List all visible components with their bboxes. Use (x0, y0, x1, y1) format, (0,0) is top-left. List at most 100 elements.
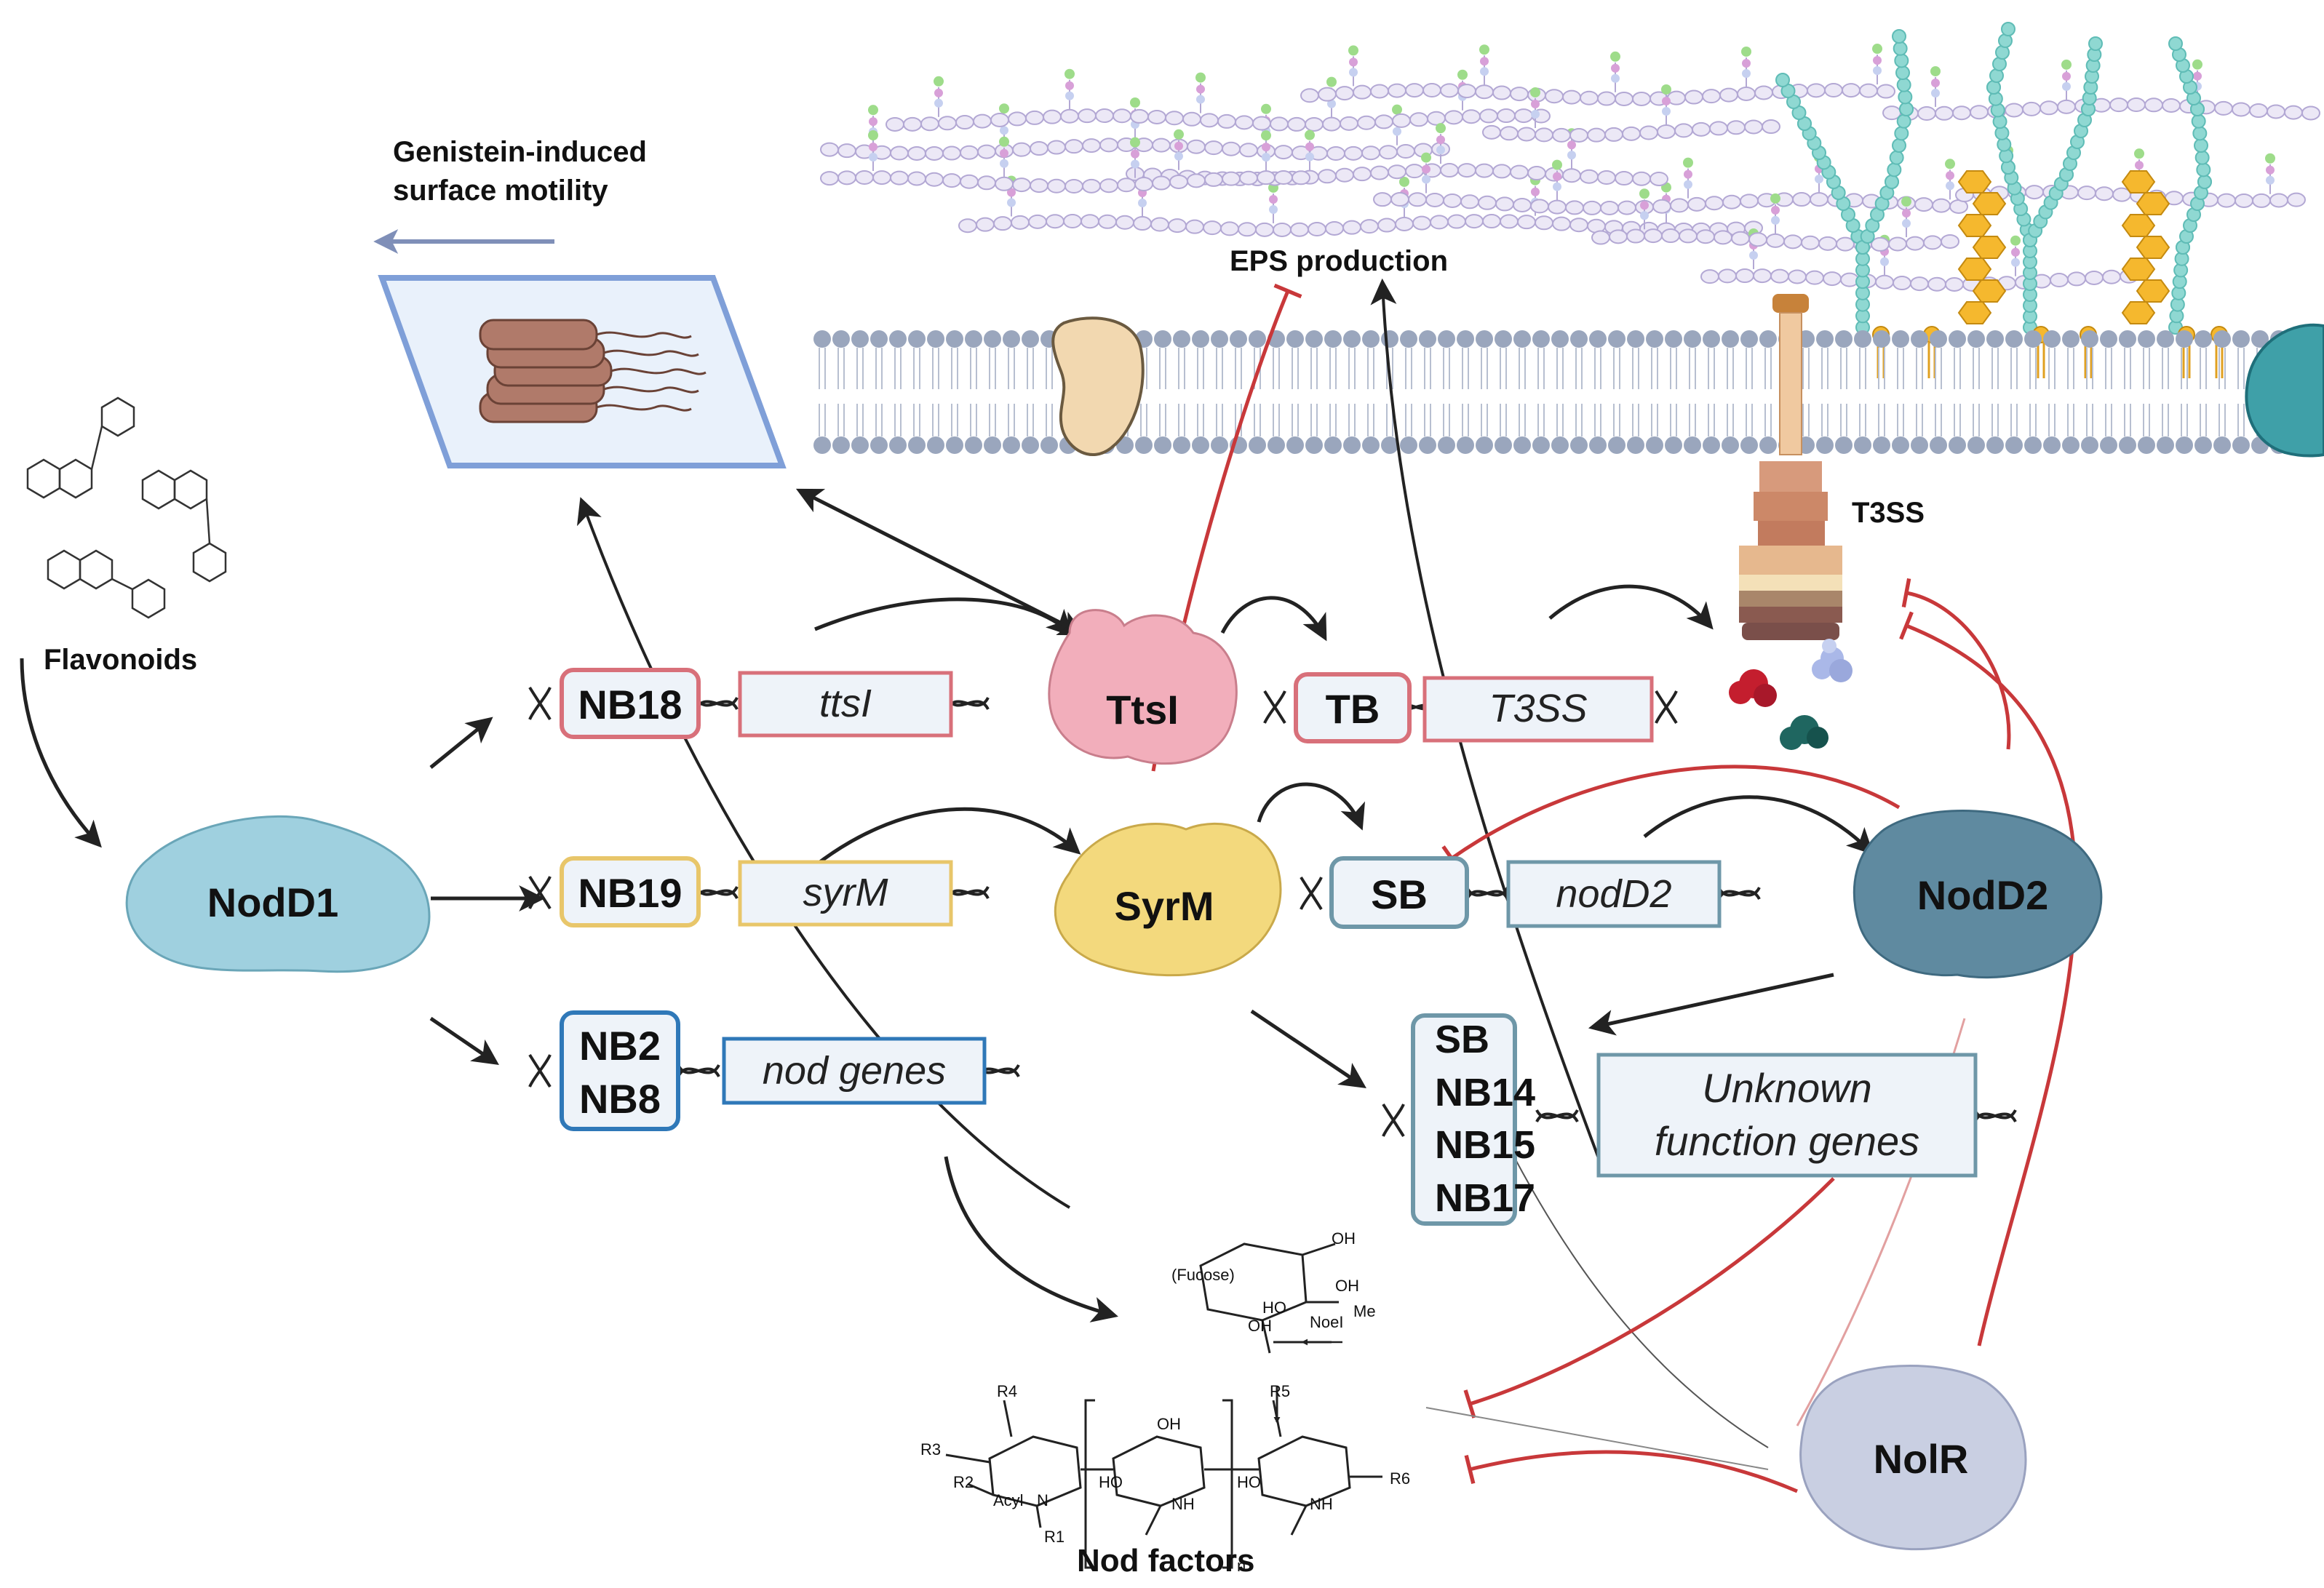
arrow-ttsi-to-tb (1220, 596, 1327, 642)
svg-text:N: N (1037, 1491, 1048, 1509)
arrow-syrm-to-sb-nb14 (1250, 1009, 1366, 1089)
gene-nodd2: nodD2 (1506, 860, 1722, 928)
arrow-motility-ttsi (795, 488, 1086, 636)
thin-curve-nod-factors (1425, 1407, 1769, 1470)
repression-lines (1151, 283, 2078, 1493)
svg-text:NB19: NB19 (578, 870, 682, 916)
svg-text:NB8: NB8 (579, 1076, 661, 1122)
svg-text:n: n (1237, 1557, 1246, 1575)
nodd2-label: NodD2 (1917, 872, 2048, 918)
promoter-nb19: NB19 (560, 856, 701, 927)
svg-text:SB: SB (1435, 1018, 1489, 1061)
nod-factor-arrow (1273, 1338, 1342, 1424)
gene-unknown-function: Unknown function genes (1596, 1053, 1978, 1178)
protein-nolr: NolR (1799, 1365, 2027, 1551)
svg-text:OH: OH (1332, 1229, 1356, 1248)
svg-text:OH: OH (1157, 1415, 1181, 1433)
arrow-syrm-to-sb (1257, 782, 1365, 831)
promoter-sb-nb14-nb15-nb17: SB NB14 NB15 NB17 (1411, 1013, 1535, 1226)
protein-nodd1: NodD1 (125, 815, 431, 973)
gene-nod-genes: nod genes (722, 1037, 987, 1105)
svg-text:R5: R5 (1270, 1382, 1290, 1400)
gene-t3ss: T3SS (1422, 676, 1654, 743)
repression-nodd2-to-t3ss (1901, 578, 2011, 750)
t3ss-label: T3SS (1852, 497, 1925, 529)
svg-text:HO: HO (1237, 1473, 1261, 1491)
arrow-flavonoids-to-nodd1 (20, 658, 102, 848)
promoter-sb: SB (1329, 856, 1469, 929)
svg-text:NH: NH (1310, 1495, 1333, 1513)
arrow-nodd1-to-nb2 (429, 1016, 499, 1066)
lps-chains (1775, 22, 2228, 378)
nod-factor-chem-labels: (Fucose) OH OH HO OH Me NoeI R4 R3 R2 Ac… (920, 1229, 1410, 1575)
repression-nolr-to-nod-factors (1464, 1450, 1798, 1493)
membrane-protein-tan (1051, 316, 1145, 456)
svg-text:T3SS: T3SS (1489, 687, 1587, 730)
effector-proteins (1729, 639, 1853, 750)
arrow-nod-genes-to-nod-factors (944, 1156, 1118, 1322)
svg-text:R4: R4 (997, 1382, 1017, 1400)
ttsi-label: TtsI (1106, 687, 1179, 733)
svg-text:R6: R6 (1390, 1469, 1410, 1488)
protein-nodd2: NodD2 (1853, 810, 2103, 979)
syrm-label: SyrM (1115, 883, 1214, 929)
svg-text:nodD2: nodD2 (1556, 872, 1671, 916)
flavonoid-structures-icon (26, 396, 227, 619)
flavonoids-label: Flavonoids (44, 644, 197, 676)
svg-text:Me: Me (1353, 1302, 1376, 1320)
protein-syrm: SyrM (1054, 822, 1282, 977)
svg-text:R1: R1 (1044, 1528, 1064, 1546)
arrow-tb-to-t3ss (1548, 584, 1714, 630)
arrow-ttsi-gene-to-ttsi (814, 597, 1074, 637)
svg-text:SB: SB (1371, 871, 1428, 917)
promoter-nb18: NB18 (560, 668, 701, 739)
arrow-sb-to-nodd2 (1643, 795, 1874, 855)
svg-text:NB14: NB14 (1435, 1071, 1535, 1114)
svg-text:nod genes: nod genes (763, 1049, 946, 1093)
gene-ttsi: ttsI (738, 671, 953, 738)
membrane-protein-teal (2245, 323, 2324, 458)
svg-text:syrM: syrM (803, 871, 888, 914)
repression-nolr-to-t3ss (1899, 611, 2078, 1346)
motility-label-line2: surface motility (393, 175, 608, 207)
svg-text:TB: TB (1326, 686, 1380, 732)
nod-factors-label: Nod factors (1077, 1543, 1254, 1579)
svg-text:NoeI: NoeI (1310, 1313, 1343, 1331)
svg-text:NB17: NB17 (1435, 1176, 1535, 1220)
t3ss-apparatus (1739, 294, 1842, 640)
repression-nodd2-to-sb (1441, 765, 1901, 871)
arrow-syrm-gene-to-syrm (813, 807, 1081, 867)
svg-text:NB15: NB15 (1435, 1123, 1535, 1167)
svg-text:ttsI: ttsI (819, 682, 872, 725)
motility-label-line1: Genistein-induced (393, 136, 647, 168)
svg-text:R3: R3 (920, 1440, 941, 1459)
bacteria-cells-icon (479, 319, 613, 423)
nod-factor-structure (945, 1242, 1382, 1569)
cell-membrane (813, 330, 2324, 454)
svg-text:Unknown: Unknown (1702, 1065, 1871, 1111)
arrow-nodd2-to-sb-nb14 (1588, 973, 1834, 1036)
svg-text:NH: NH (1171, 1495, 1195, 1513)
nolr-label: NolR (1874, 1436, 1969, 1482)
protein-ttsi: TtsI (1048, 609, 1238, 765)
svg-text:HO: HO (1099, 1473, 1123, 1491)
svg-text:Acyl: Acyl (993, 1491, 1024, 1509)
promoter-tb: TB (1294, 672, 1412, 743)
svg-text:OH: OH (1248, 1317, 1272, 1335)
activation-arrows (20, 488, 1874, 1322)
svg-text:NB2: NB2 (579, 1023, 661, 1069)
svg-text:OH: OH (1335, 1277, 1359, 1295)
svg-text:R2: R2 (953, 1473, 974, 1491)
arrow-nodd1-to-nb18 (429, 717, 493, 769)
svg-text:HO: HO (1262, 1298, 1286, 1317)
nodd1-label: NodD1 (207, 879, 338, 925)
eps-production-label: EPS production (1230, 245, 1448, 277)
motility-panel (378, 275, 787, 468)
eps-polysaccharide-chains (820, 44, 2320, 292)
repression-unknown-to-nod-factors (1463, 1177, 1835, 1419)
promoter-nb2-nb8: NB2 NB8 (560, 1010, 680, 1131)
gene-syrm: syrM (738, 860, 953, 927)
svg-text:function genes: function genes (1655, 1118, 1919, 1164)
svg-text:NB18: NB18 (578, 682, 682, 727)
